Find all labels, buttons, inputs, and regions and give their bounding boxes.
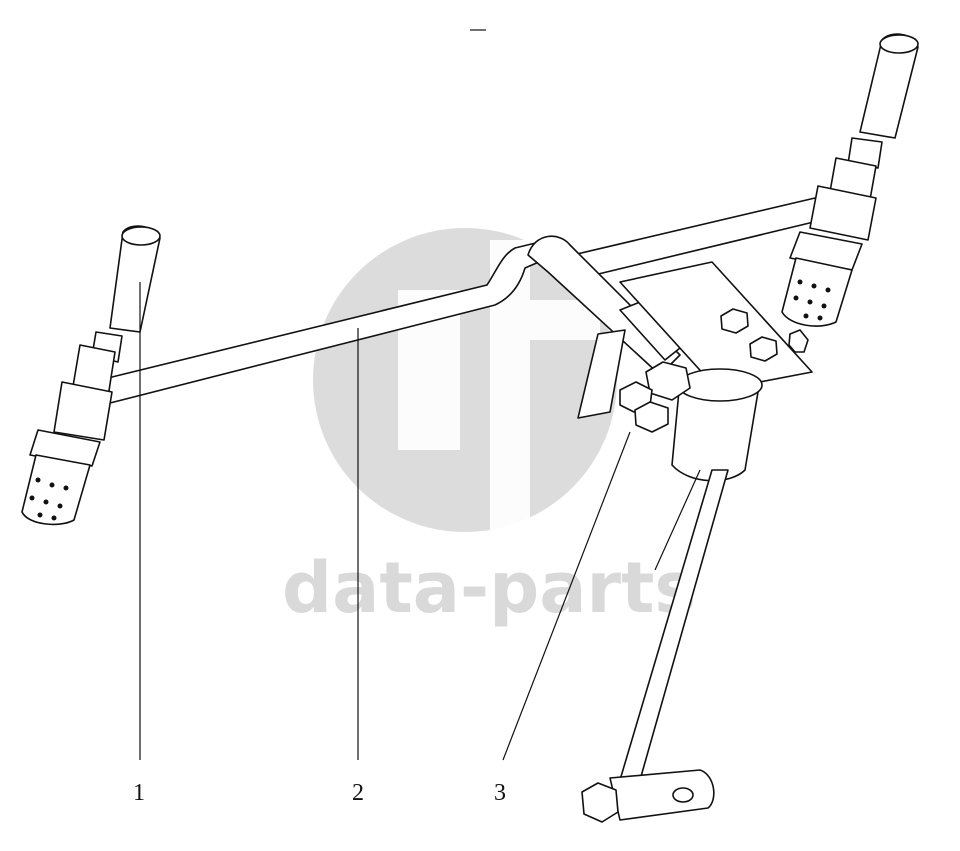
watermark-logo [313, 228, 617, 540]
callout-2: 2 [352, 780, 364, 806]
right-sprayer [781, 33, 919, 327]
valve-body [619, 361, 763, 482]
leader-line-3 [502, 431, 631, 761]
callout-1: 1 [133, 780, 145, 806]
leader-lines [139, 282, 631, 761]
callout-3: 3 [494, 780, 506, 806]
drain-fitting [581, 769, 715, 823]
watermark-text: data-parts [282, 547, 696, 629]
bracket-bolts [720, 308, 809, 362]
left-sprayer [21, 225, 161, 526]
